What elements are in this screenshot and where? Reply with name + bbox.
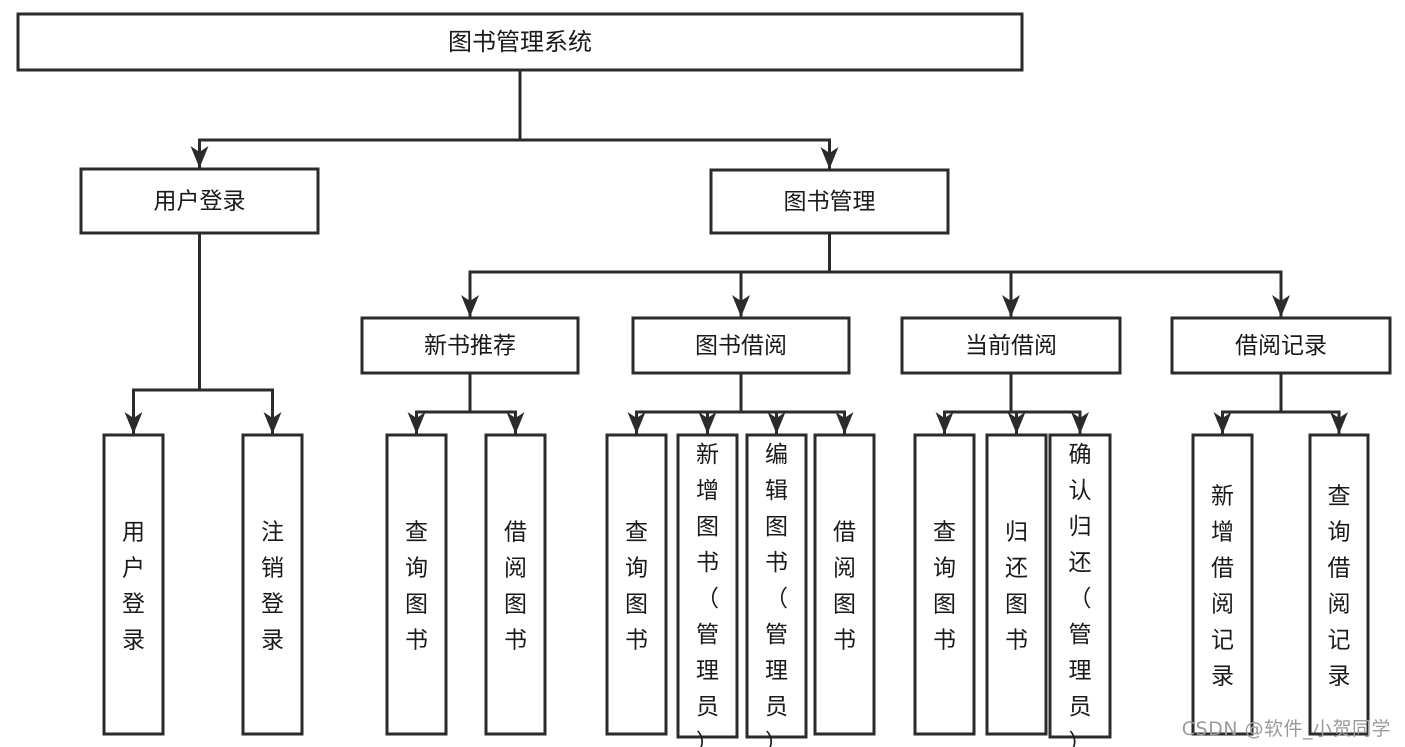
- node-box-undefined: [16, 12, 1024, 72]
- nodes-layer: 图书管理系统用户登录图书管理新书推荐图书借阅当前借阅借阅记录用户登录注销登录查询…: [16, 12, 1392, 747]
- node-box-leaf-query-book-cur: [913, 433, 976, 736]
- node-box-leaf-user-login: [102, 433, 165, 736]
- leaf-label-leaf-edit-book-admin: 编辑图书（管理员）: [765, 442, 788, 747]
- leaf-label-leaf-borrow-book-rec: 借阅图书: [504, 520, 527, 654]
- leaf-label-leaf-confirm-return-admin: 确认归还（管理员）: [1069, 442, 1092, 747]
- node-label-book-manage: 图书管理: [784, 189, 876, 215]
- arrow-head-icon: [935, 412, 954, 434]
- node-leaf-query-book-rec[interactable]: 查询图书: [385, 433, 448, 736]
- arrow-head-icon: [1272, 295, 1290, 317]
- arrow-head-icon: [1002, 295, 1020, 317]
- node-box-leaf-add-record: [1191, 433, 1254, 736]
- node-label-book-borrow: 图书借阅: [695, 333, 787, 359]
- arrow-head-icon: [835, 412, 854, 434]
- arrow-head-icon: [407, 412, 426, 434]
- node-box-book-borrow: [631, 316, 851, 375]
- node-box-leaf-query-book-rec: [385, 433, 448, 736]
- leaf-label-leaf-return-book: 归还图书: [1005, 520, 1028, 654]
- arrow-head-icon: [190, 146, 209, 168]
- arrow-head-icon: [263, 412, 282, 434]
- node-leaf-add-record[interactable]: 新增借阅记录: [1191, 433, 1254, 736]
- node-label-user-login: 用户登录: [154, 189, 246, 215]
- arrow-head-icon: [820, 147, 839, 169]
- node-box-leaf-logout-login: [241, 433, 304, 736]
- arrow-head-icon: [461, 295, 479, 317]
- node-borrow-record[interactable]: 借阅记录: [1170, 316, 1392, 375]
- node-box-leaf-borrow-book: [813, 433, 876, 736]
- node-label-current-borrow: 当前借阅: [965, 333, 1057, 359]
- node-leaf-edit-book-admin[interactable]: 编辑图书（管理员）: [745, 433, 808, 747]
- leaf-label-leaf-query-book-rec: 查询图书: [405, 520, 428, 654]
- node-leaf-borrow-book[interactable]: 借阅图书: [813, 433, 876, 736]
- node-box-new-book-rec: [360, 316, 580, 375]
- node-leaf-query-record[interactable]: 查询借阅记录: [1308, 433, 1370, 736]
- leaf-label-leaf-logout-login: 注销登录: [261, 520, 284, 654]
- arrow-head-icon: [627, 412, 646, 434]
- node-label-undefined: 图书管理系统: [448, 28, 592, 56]
- arrow-head-icon: [1213, 412, 1232, 434]
- node-box-leaf-query-book-borrow: [605, 433, 668, 736]
- arrow-head-icon: [1071, 412, 1089, 434]
- node-undefined[interactable]: 图书管理系统: [16, 12, 1024, 72]
- node-box-leaf-edit-book-admin: [745, 433, 808, 739]
- node-leaf-borrow-book-rec[interactable]: 借阅图书: [484, 433, 547, 736]
- leaf-label-leaf-user-login: 用户登录: [122, 520, 145, 654]
- node-box-book-manage: [709, 168, 950, 235]
- node-leaf-query-book-borrow[interactable]: 查询图书: [605, 433, 668, 736]
- node-box-leaf-confirm-return-admin: [1048, 433, 1112, 739]
- node-book-manage[interactable]: 图书管理: [709, 168, 950, 235]
- csdn-watermark: CSDN @软件_小贺同学: [1181, 718, 1391, 740]
- node-box-leaf-query-record: [1308, 433, 1370, 736]
- arrow-head-icon: [767, 412, 786, 434]
- leaf-label-leaf-query-book-borrow: 查询图书: [625, 520, 648, 654]
- node-leaf-return-book[interactable]: 归还图书: [985, 433, 1048, 736]
- node-box-current-borrow: [900, 316, 1122, 375]
- node-label-borrow-record: 借阅记录: [1235, 333, 1327, 359]
- connectors-layer: [124, 68, 1348, 435]
- node-new-book-rec[interactable]: 新书推荐: [360, 316, 580, 375]
- leaf-label-leaf-query-book-cur: 查询图书: [933, 520, 956, 654]
- arrow-head-icon: [1330, 412, 1348, 434]
- arrow-head-icon: [1007, 412, 1026, 434]
- node-leaf-add-book-admin[interactable]: 新增图书（管理员）: [676, 433, 739, 747]
- arrow-head-icon: [698, 412, 717, 434]
- arrow-head-icon: [506, 412, 525, 434]
- node-box-leaf-add-book-admin: [676, 433, 739, 739]
- node-leaf-user-login[interactable]: 用户登录: [102, 433, 165, 736]
- node-leaf-logout-login[interactable]: 注销登录: [241, 433, 304, 736]
- node-box-leaf-return-book: [985, 433, 1048, 736]
- leaf-label-leaf-query-record: 查询借阅记录: [1328, 484, 1351, 690]
- arrow-head-icon: [124, 412, 143, 434]
- node-user-login[interactable]: 用户登录: [79, 167, 320, 235]
- node-label-new-book-rec: 新书推荐: [424, 333, 516, 359]
- node-leaf-confirm-return-admin[interactable]: 确认归还（管理员）: [1048, 433, 1112, 747]
- node-box-borrow-record: [1170, 316, 1392, 375]
- node-book-borrow[interactable]: 图书借阅: [631, 316, 851, 375]
- leaf-label-leaf-add-record: 新增借阅记录: [1211, 484, 1234, 690]
- node-leaf-query-book-cur[interactable]: 查询图书: [913, 433, 976, 736]
- node-box-leaf-borrow-book-rec: [484, 433, 547, 736]
- node-box-user-login: [79, 167, 320, 235]
- leaf-label-leaf-borrow-book: 借阅图书: [833, 520, 856, 654]
- node-current-borrow[interactable]: 当前借阅: [900, 316, 1122, 375]
- arrow-head-icon: [732, 295, 750, 317]
- leaf-label-leaf-add-book-admin: 新增图书（管理员）: [696, 442, 719, 747]
